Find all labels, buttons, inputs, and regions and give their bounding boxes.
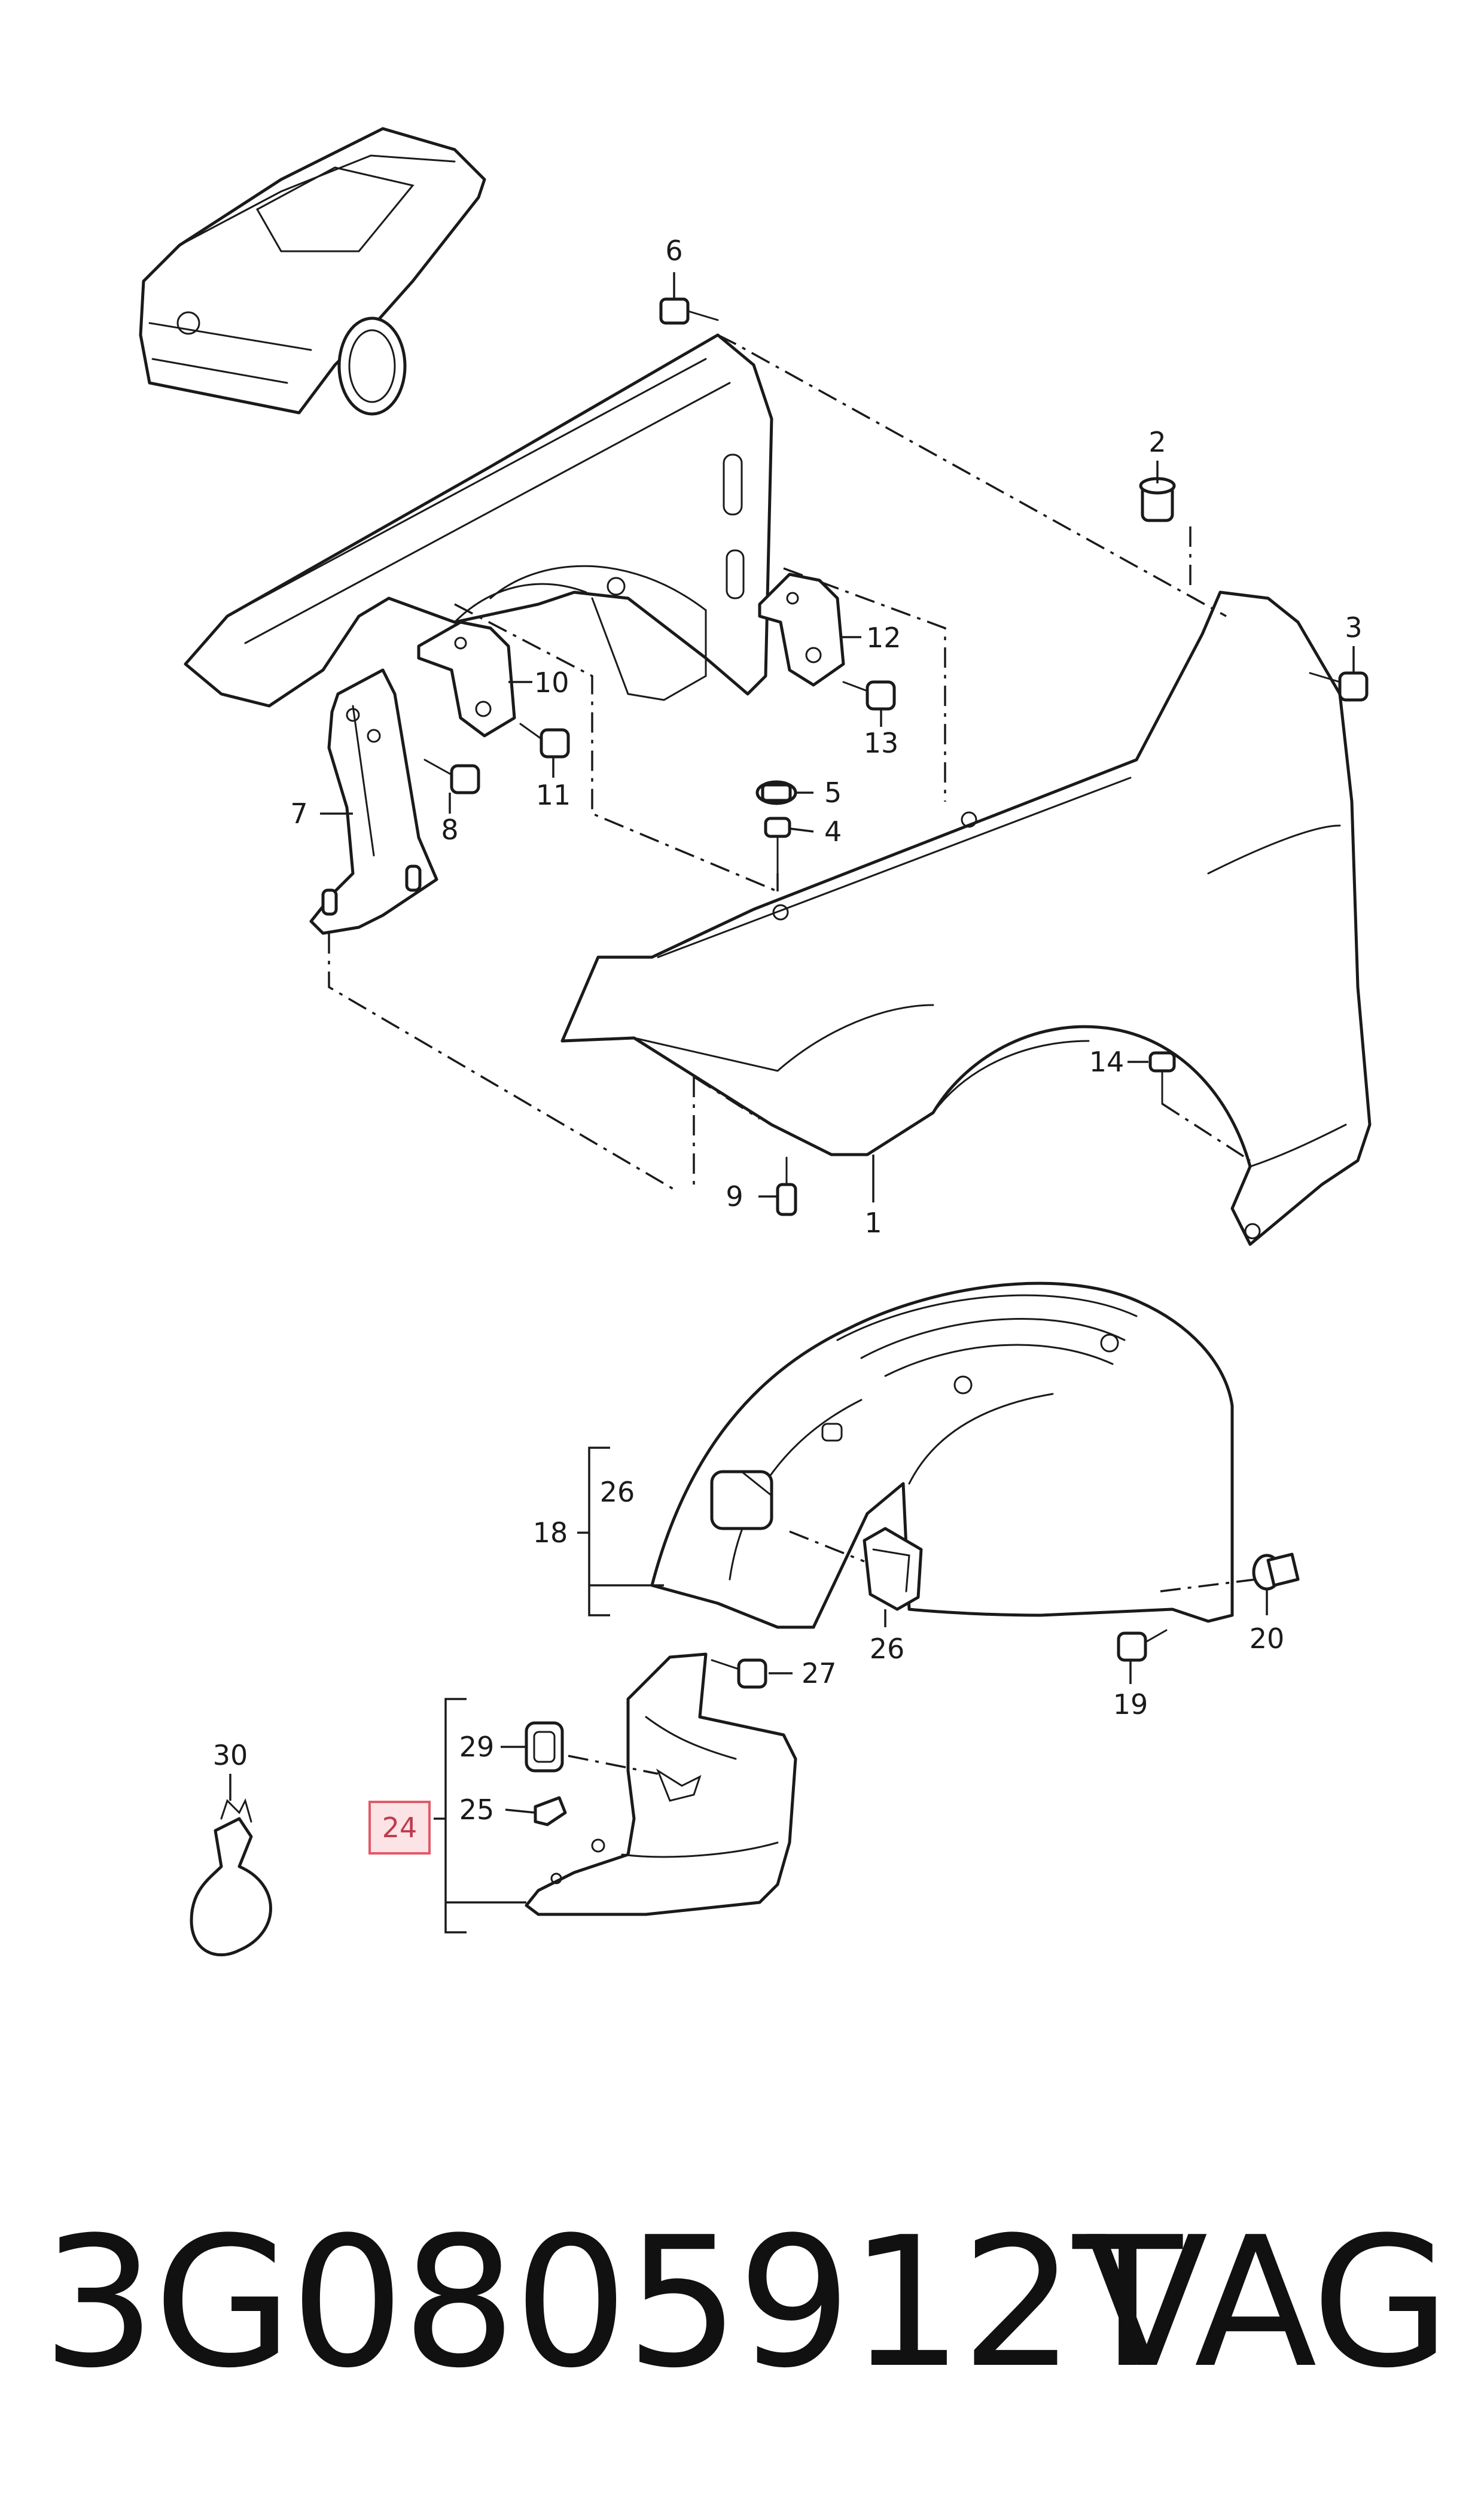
screw-part-11 — [519, 723, 570, 759]
callout-5[interactable]: 5 — [824, 777, 842, 809]
screw-part-6 — [659, 297, 719, 325]
callout-26-lower[interactable]: 26 — [870, 1633, 905, 1665]
callout-12[interactable]: 12 — [866, 622, 901, 654]
callout-30[interactable]: 30 — [213, 1739, 248, 1771]
callout-6[interactable]: 6 — [665, 235, 682, 267]
callout-20[interactable]: 20 — [1250, 1622, 1285, 1655]
leader-lines — [229, 272, 1355, 1814]
screw-part-13 — [842, 680, 896, 711]
expansion-rivet-part-20 — [1252, 1552, 1300, 1591]
callout-4[interactable]: 4 — [824, 815, 842, 848]
cleaning-bag-part-30 — [190, 1798, 272, 1957]
bracket-part-12 — [758, 573, 845, 687]
wheel-housing-liner — [650, 1281, 1234, 1629]
screw-part-14 — [1148, 1051, 1176, 1105]
clip-part-29 — [525, 1721, 564, 1773]
assembly-lines — [328, 334, 1251, 1192]
callout-13[interactable]: 13 — [864, 727, 899, 759]
lower-liner-part-24 — [525, 1652, 797, 1916]
screw-part-19 — [1117, 1629, 1168, 1662]
bracket-part-10 — [417, 620, 516, 738]
callout-9[interactable]: 9 — [726, 1180, 743, 1213]
nut-part-5 — [755, 780, 797, 805]
lower-assembly-lines — [568, 1530, 1257, 1775]
callout-14[interactable]: 14 — [1089, 1046, 1125, 1078]
callout-27[interactable]: 27 — [802, 1657, 837, 1689]
highlight-box-24 — [368, 1801, 431, 1855]
front-fender-part-1 — [560, 590, 1372, 1246]
callout-19[interactable]: 19 — [1113, 1688, 1148, 1721]
callout-3[interactable]: 3 — [1345, 611, 1362, 644]
screw-part-8 — [423, 759, 480, 794]
clip-part-25 — [534, 1796, 567, 1826]
callout-2[interactable]: 2 — [1148, 426, 1166, 458]
callout-10[interactable]: 10 — [534, 666, 569, 699]
callout-11[interactable]: 11 — [536, 779, 571, 811]
nut-part-2 — [1139, 477, 1176, 522]
part-number: 3G0805912T — [42, 2199, 1183, 2407]
callout-25[interactable]: 25 — [459, 1794, 495, 1826]
brand-label: VAG — [1085, 2199, 1451, 2407]
footer: 3G0805912T VAG — [0, 2178, 1484, 2429]
bracket-part-7 — [309, 668, 438, 935]
callout-7[interactable]: 7 — [290, 797, 307, 830]
callout-29[interactable]: 29 — [459, 1731, 495, 1763]
callout-8[interactable]: 8 — [441, 814, 458, 846]
callouts: 6 2 3 12 10 13 11 7 8 5 4 14 9 1 26 18 2… — [213, 235, 1363, 1855]
screw-part-4 — [764, 817, 791, 875]
inner-fender-apron — [184, 333, 773, 708]
screw-part-27 — [711, 1658, 767, 1689]
callout-24[interactable]: 24 — [382, 1811, 418, 1844]
vehicle-thumbnail — [139, 127, 486, 416]
callout-1[interactable]: 1 — [864, 1207, 882, 1239]
liner-insert-part-26 — [863, 1527, 923, 1611]
group-brackets — [434, 1447, 664, 1934]
callout-18[interactable]: 18 — [533, 1517, 568, 1549]
callout-26-upper[interactable]: 26 — [600, 1476, 635, 1508]
screw-part-9 — [776, 1156, 797, 1216]
